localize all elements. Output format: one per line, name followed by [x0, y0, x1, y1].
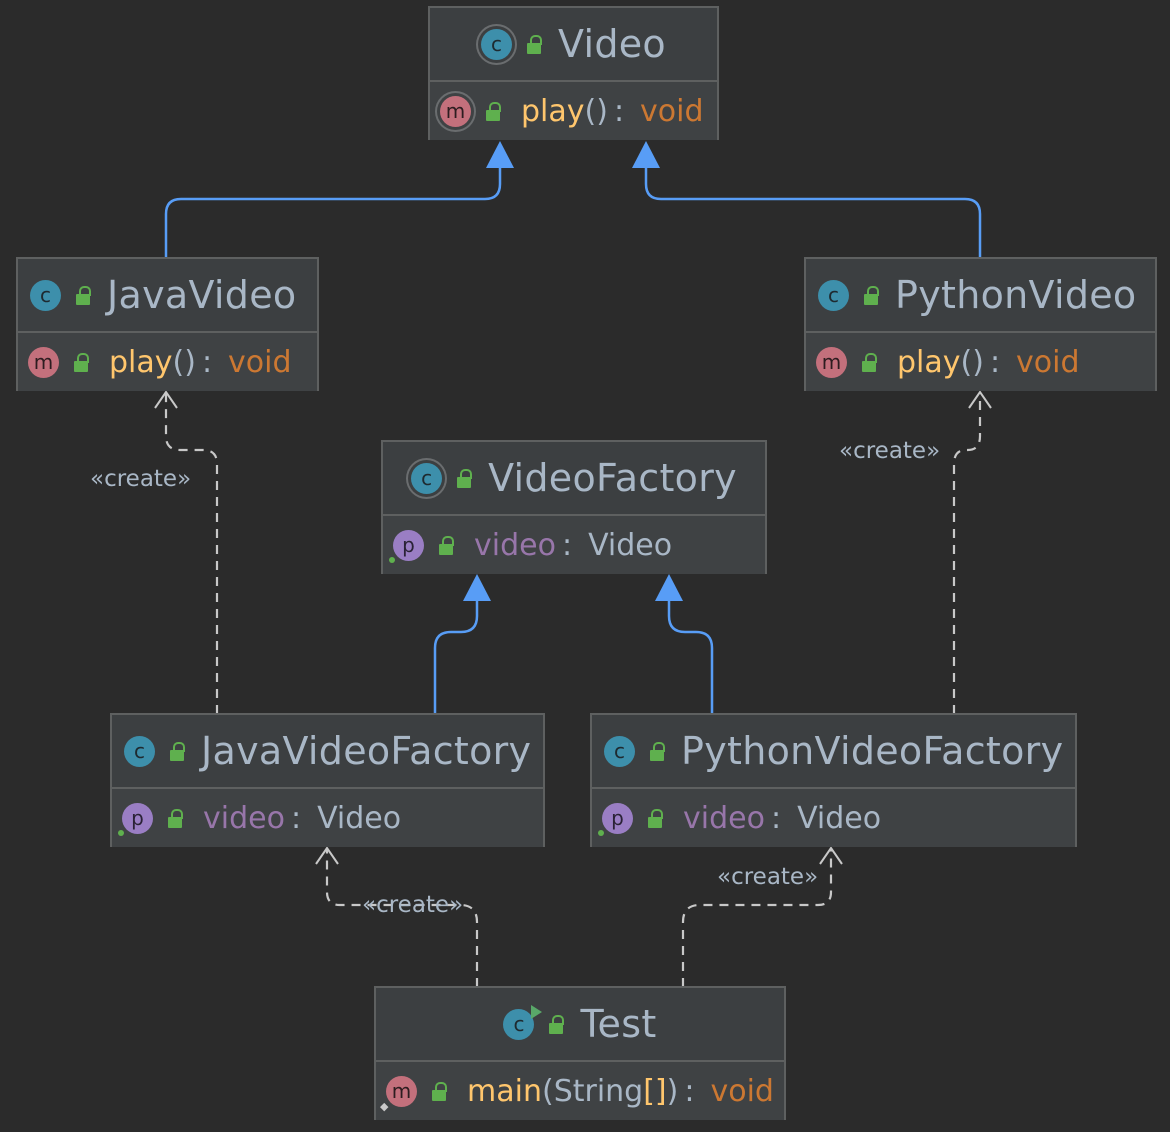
public-visibility-icon: [647, 740, 667, 762]
method-name: play(): [897, 344, 984, 380]
return-type: void: [1016, 344, 1080, 380]
class-name: PythonVideo: [895, 273, 1137, 317]
class-header: c Test: [376, 988, 784, 1062]
property-icon: p: [389, 529, 424, 563]
class-node-videofactory[interactable]: c VideoFactory p video : Video: [381, 440, 767, 574]
class-header: c Video: [430, 8, 717, 82]
type-separator: :: [770, 800, 782, 836]
class-header: c JavaVideoFactory: [112, 715, 543, 789]
class-header: c PythonVideoFactory: [592, 715, 1075, 789]
public-visibility-icon: [859, 351, 879, 373]
edge-test-creates-pythonvideofactory: [681, 849, 833, 987]
class-icon: c: [818, 279, 849, 311]
edge-test-creates-javavideofactory: [325, 849, 479, 987]
type-separator: :: [290, 800, 302, 836]
field-row[interactable]: p video : Video: [112, 789, 543, 847]
type-separator: :: [201, 344, 213, 380]
static-method-icon: m: [380, 1075, 417, 1113]
edge-javavideofactory-extends-videofactory: [433, 598, 479, 714]
method-icon: m: [816, 346, 847, 378]
public-visibility-icon: [73, 284, 93, 306]
edge-pythonvideofactory-extends-videofactory: [667, 598, 714, 714]
edge-label-create: «create»: [90, 466, 192, 492]
class-node-test[interactable]: c Test m main(String[]) : void: [374, 986, 786, 1120]
class-node-javavideofactory[interactable]: c JavaVideoFactory p video : Video: [110, 713, 545, 847]
field-type: Video: [797, 800, 882, 836]
edge-test-creates-javavideofactory-arrow: [315, 846, 339, 865]
method-row[interactable]: m play() : void: [430, 82, 717, 140]
edge-pythonvideo-extends-video-arrow: [632, 141, 660, 168]
method-name: play(): [109, 344, 196, 380]
edge-pythonvideofactory-creates-pythonvideo: [952, 393, 982, 714]
class-header: c PythonVideo: [806, 259, 1155, 333]
method-name: play(): [521, 93, 608, 129]
class-header: c JavaVideo: [18, 259, 317, 333]
method-icon: m: [28, 346, 59, 378]
edge-pythonvideofactory-creates-pythonvideo-arrow: [968, 390, 992, 409]
runnable-class-icon: c: [503, 1004, 543, 1040]
public-visibility-icon: [861, 284, 881, 306]
edge-javavideo-extends-video: [164, 165, 502, 258]
field-name: video: [203, 800, 285, 836]
property-icon: p: [598, 802, 633, 836]
type-separator: :: [613, 93, 625, 129]
field-row[interactable]: p video : Video: [592, 789, 1075, 847]
class-name: JavaVideoFactory: [201, 729, 532, 773]
method-name: main(String[]): [467, 1073, 679, 1109]
abstract-class-icon: c: [481, 28, 513, 60]
public-visibility-icon: [436, 534, 456, 556]
public-visibility-icon: [165, 807, 185, 829]
class-node-javavideo[interactable]: c JavaVideo m play() : void: [16, 257, 319, 391]
edge-javavideofactory-extends-videofactory-arrow: [463, 574, 491, 601]
method-row[interactable]: m play() : void: [806, 333, 1155, 391]
class-node-pythonvideo[interactable]: c PythonVideo m play() : void: [804, 257, 1157, 391]
edge-label-create: «create»: [362, 892, 464, 918]
edge-javavideofactory-creates-javavideo-arrow: [154, 390, 178, 409]
field-name: video: [683, 800, 765, 836]
edge-pythonvideofactory-extends-videofactory-arrow: [655, 574, 683, 601]
field-type: Video: [588, 527, 673, 563]
field-type: Video: [317, 800, 402, 836]
public-visibility-icon: [167, 740, 187, 762]
property-icon: p: [118, 802, 153, 836]
edge-label-create: «create»: [839, 438, 941, 464]
class-icon: c: [30, 279, 61, 311]
class-icon: c: [604, 735, 635, 767]
method-row[interactable]: m main(String[]) : void: [376, 1062, 784, 1120]
edge-javavideo-extends-video-arrow: [486, 141, 514, 168]
public-visibility-icon: [71, 351, 91, 373]
public-visibility-icon: [454, 467, 474, 489]
type-separator: :: [561, 527, 573, 563]
return-type: void: [710, 1073, 774, 1109]
public-visibility-icon: [645, 807, 665, 829]
method-row[interactable]: m play() : void: [18, 333, 317, 391]
class-icon: c: [124, 735, 155, 767]
class-node-pythonvideofactory[interactable]: c PythonVideoFactory p video : Video: [590, 713, 1077, 847]
class-name: Video: [558, 22, 666, 66]
return-type: void: [228, 344, 292, 380]
public-visibility-icon: [546, 1013, 566, 1035]
edge-javavideofactory-creates-javavideo: [164, 393, 219, 714]
class-name: Test: [580, 1002, 657, 1046]
class-node-video[interactable]: c Video m play() : void: [428, 6, 719, 140]
abstract-method-icon: m: [440, 95, 471, 127]
public-visibility-icon: [483, 100, 503, 122]
edge-test-creates-pythonvideofactory-arrow: [819, 846, 843, 865]
class-name: VideoFactory: [488, 456, 737, 500]
field-row[interactable]: p video : Video: [383, 516, 765, 574]
type-separator: :: [684, 1073, 695, 1109]
abstract-class-icon: c: [411, 462, 443, 494]
return-type: void: [640, 93, 704, 129]
class-name: JavaVideo: [107, 273, 297, 317]
class-name: PythonVideoFactory: [681, 729, 1064, 773]
public-visibility-icon: [524, 33, 544, 55]
field-name: video: [474, 527, 556, 563]
edge-pythonvideo-extends-video: [644, 165, 982, 258]
type-separator: :: [989, 344, 1001, 380]
public-visibility-icon: [429, 1080, 449, 1102]
class-header: c VideoFactory: [383, 442, 765, 516]
edge-label-create: «create»: [717, 864, 819, 890]
